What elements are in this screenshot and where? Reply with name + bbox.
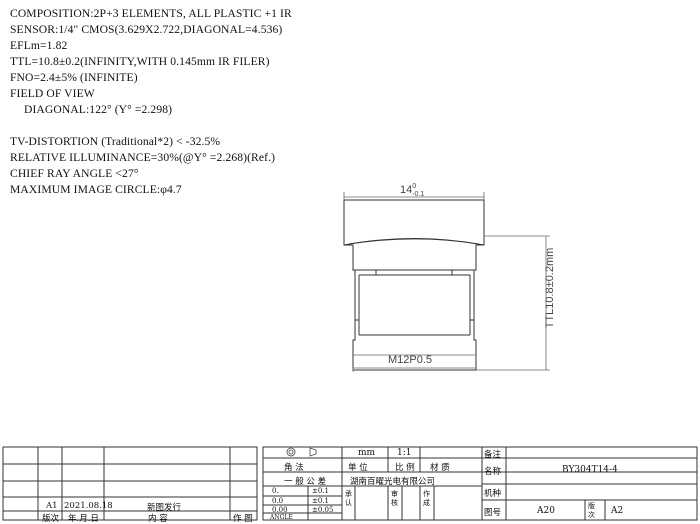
tolerance-range-1: 0. — [272, 487, 279, 495]
spec-composition: COMPOSITION:2P+3 ELEMENTS, ALL PLASTIC +… — [10, 7, 292, 20]
width-dimension: 140-0.1 — [400, 183, 428, 198]
spec-ttl: TTL=10.8±0.2(INFINITY,WITH 0.145mm IR FI… — [10, 55, 270, 68]
tolerance-range-4: ANGLE — [270, 514, 293, 521]
drawing-no-label: 图号 — [484, 508, 502, 518]
tolerance-range-2: 0.0 — [272, 497, 284, 505]
company-name: 湖南百曜光电有限公司 — [350, 477, 436, 487]
review-label: 审核 — [391, 490, 398, 507]
lens-outline — [343, 199, 485, 371]
approve-label: 承认 — [345, 490, 352, 507]
name-value: BY304T14-4 — [562, 465, 618, 475]
note-label: 备注 — [484, 450, 502, 460]
drawing-no-value: A20 — [537, 506, 555, 516]
revision-header-author: 作 图 — [233, 514, 253, 524]
drafter-label: 作成 — [423, 490, 430, 507]
tolerance-value-1: ±0.1 — [312, 487, 329, 495]
spec-chief-ray-angle: CHIEF RAY ANGLE <27° — [10, 167, 139, 180]
revision-row-content: 新图发行 — [147, 503, 182, 513]
angle-label: 角 法 — [284, 463, 304, 473]
revision-row-version: A1 — [46, 501, 58, 511]
revision-row-date: 2021.08.18 — [64, 501, 113, 511]
projection-symbol — [286, 447, 317, 457]
revision-header-date: 年.月.日 — [68, 514, 99, 524]
scale-label: 比 例 — [395, 463, 415, 473]
dimension-lines — [343, 192, 550, 372]
height-dimension: TTL10.8±0.2mm — [544, 247, 556, 329]
scale-value: 1:1 — [397, 448, 412, 458]
title-block-lines — [2, 446, 698, 521]
tolerance-value-2: ±0.1 — [312, 497, 329, 505]
model-label: 机种 — [484, 489, 502, 499]
spec-efl: EFLm=1.82 — [10, 39, 68, 52]
tolerance-label: 一 般 公 差 — [284, 477, 327, 487]
revision-label: 版次 — [588, 502, 595, 519]
revision-header-version: 版次 — [42, 514, 60, 524]
width-tolerance-lower: -0.1 — [412, 191, 425, 198]
width-tolerance-upper: 0 — [412, 183, 417, 190]
spec-field-of-view: FIELD OF VIEW — [10, 87, 95, 100]
spec-diagonal: DIAGONAL:122° (Y° =2.298) — [24, 103, 173, 116]
name-label: 名称 — [484, 467, 502, 477]
revision-value: A2 — [611, 506, 624, 516]
tolerance-range-3: 0.00 — [272, 506, 288, 514]
spec-distortion: TV-DISTORTION (Traditional*2) < -32.5% — [10, 135, 221, 148]
width-dimension-value: 14 — [400, 184, 413, 196]
unit-label: 单 位 — [348, 463, 368, 473]
thread-dimension: M12P0.5 — [388, 354, 433, 366]
spec-sensor: SENSOR:1/4" CMOS(3.629X2.722,DIAGONAL=4.… — [10, 23, 283, 36]
spec-illuminance: RELATIVE ILLUMINANCE=30%(@Y° =2.268)(Ref… — [10, 151, 276, 164]
spec-fno: FNO=2.4±5% (INFINITE) — [10, 71, 138, 84]
spec-image-circle: MAXIMUM IMAGE CIRCLE:φ4.7 — [10, 183, 182, 196]
revision-header-content: 内 容 — [148, 514, 168, 524]
unit-value: mm — [358, 448, 376, 458]
material-label: 材 质 — [430, 463, 450, 473]
tolerance-value-3: ±0.05 — [312, 506, 334, 514]
